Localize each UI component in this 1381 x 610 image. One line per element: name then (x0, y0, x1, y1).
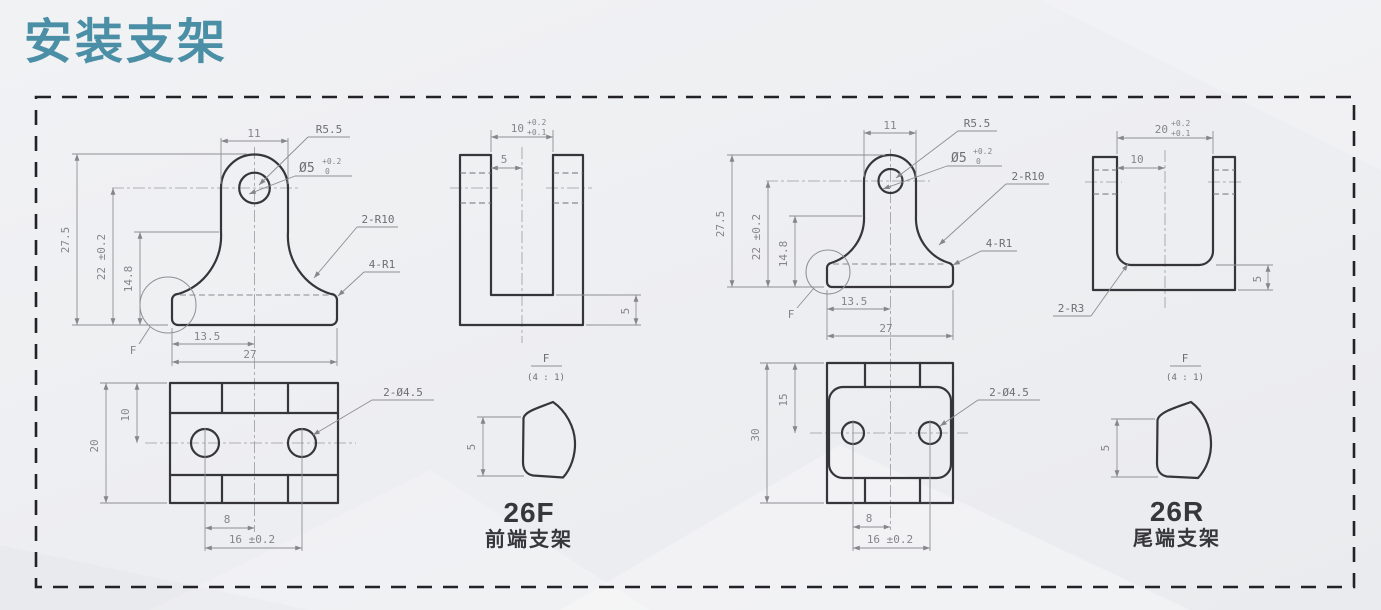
detail-mark: F (543, 352, 550, 365)
dim-hole-spacing: 16 ±0.2 (229, 533, 275, 546)
dim-step-height: 14.8 (122, 266, 135, 293)
slot-outline (489, 153, 555, 297)
hole-tol-lower: 0 (976, 157, 981, 166)
drawing-frame (34, 95, 1356, 589)
dim-slot-width: 10 (511, 122, 524, 135)
detail-section-shape (521, 400, 577, 479)
detail-leader (796, 287, 815, 309)
mount-hole (877, 167, 904, 195)
slot-outline (827, 385, 953, 480)
part-code-26f: 26F (503, 497, 554, 528)
dim-base-width: 27 (243, 348, 256, 361)
dim-height: 27.5 (59, 227, 72, 254)
dim-slot-offset: 15 (777, 393, 790, 406)
bracket-outline (825, 153, 955, 289)
label-fillet-r10: 2-R10 (361, 213, 394, 226)
dim-base-width: 27 (879, 322, 892, 335)
base-outline (825, 361, 955, 505)
detail-view-26r: F (4 : 1) 5 26R 尾端支架 (1099, 352, 1221, 550)
detail-mark: F (1182, 352, 1189, 365)
side-view-26f: 10 +0.2 +0.1 5 5 (450, 118, 641, 343)
channel-outline (1091, 155, 1237, 292)
detail-scale: (4 : 1) (1166, 373, 1204, 383)
detail-leader (138, 326, 151, 345)
label-holes: 2-Ø4.5 (383, 386, 423, 399)
dim-step-height: 14.8 (777, 241, 790, 268)
slot-tol-upper: +0.2 (1171, 119, 1190, 128)
label-fillet-r10: 2-R10 (1011, 170, 1044, 183)
dim-hole-height: 22 ±0.2 (95, 234, 108, 280)
dim-slot-offset: 10 (119, 408, 132, 421)
dim-tab-width: 11 (247, 127, 260, 140)
detail-mark-label: F (788, 308, 795, 321)
label-hole-dia: Ø5 (299, 161, 315, 176)
label-head-radius: R5.5 (964, 117, 991, 130)
hole-tol-upper: +0.2 (973, 147, 992, 156)
detail-scale: (4 : 1) (527, 373, 565, 383)
dim-hole-offset: 13.5 (841, 295, 868, 308)
bottom-view-26r: 30 15 8 16 ±0.2 2-Ø4.5 (749, 361, 1040, 551)
detail-mark-label: F (130, 344, 137, 357)
dim-base-thickness: 5 (619, 308, 632, 315)
dim-half-width: 5 (501, 153, 508, 166)
dim-base-thickness: 5 (1251, 276, 1264, 283)
label-holes: 2-Ø4.5 (989, 386, 1029, 399)
dim-tab-width: 11 (883, 119, 896, 132)
label-fillet-r1: 4-R1 (369, 258, 396, 271)
label-fillet-r1: 4-R1 (986, 237, 1013, 250)
hole-tol-lower: 0 (325, 167, 330, 176)
detail-view-26f: F (4 : 1) 5 26F 前端支架 (465, 352, 577, 551)
detail-section-shape (1155, 400, 1213, 480)
slot-tol-lower: +0.1 (527, 128, 546, 137)
hole-tol-upper: +0.2 (322, 157, 341, 166)
dim-hole-offset: 8 (866, 512, 873, 525)
dim-hole-offset: 8 (224, 513, 231, 526)
dim-half-width: 10 (1130, 153, 1143, 166)
label-hole-dia: Ø5 (951, 151, 967, 166)
dim-hole-height: 22 ±0.2 (750, 214, 763, 260)
part-name-26r: 尾端支架 (1133, 526, 1221, 550)
mount-hole (238, 171, 271, 205)
part-code-26r: 26R (1150, 496, 1204, 527)
base-outline (168, 381, 340, 505)
dim-slot-width: 20 (1155, 123, 1168, 136)
dim-depth: 30 (749, 428, 762, 441)
bracket-outline (170, 153, 339, 327)
page-title: 安装支架 (24, 16, 229, 69)
detail-circle-f (805, 249, 851, 295)
dim-thickness: 5 (1099, 445, 1112, 452)
side-view-26r: 20 +0.2 +0.1 10 5 2-R3 (1053, 119, 1273, 317)
front-view-26r: F 11 27.5 22 ±0.2 14.8 13.5 27 R5.5 Ø5 +… (714, 117, 1049, 530)
slot-tol-upper: +0.2 (527, 118, 546, 127)
slot-outline (1115, 155, 1215, 267)
dim-hole-spacing: 16 ±0.2 (867, 533, 913, 546)
channel-outline (458, 153, 585, 327)
label-corner-radius: 2-R3 (1058, 302, 1085, 315)
slot-tol-lower: +0.1 (1171, 129, 1190, 138)
dim-height: 27.5 (714, 211, 727, 238)
dim-hole-offset: 13.5 (194, 330, 221, 343)
front-view-26f: F 11 27.5 22 ±0.2 14.8 13.5 27 R5.5 Ø5 +… (59, 123, 400, 532)
dim-depth: 20 (88, 439, 101, 452)
dim-thickness: 5 (465, 444, 478, 451)
label-head-radius: R5.5 (316, 123, 343, 136)
bottom-view-26f: 20 10 8 16 ±0.2 2-Ø4.5 (88, 381, 434, 551)
part-name-26f: 前端支架 (485, 527, 573, 551)
